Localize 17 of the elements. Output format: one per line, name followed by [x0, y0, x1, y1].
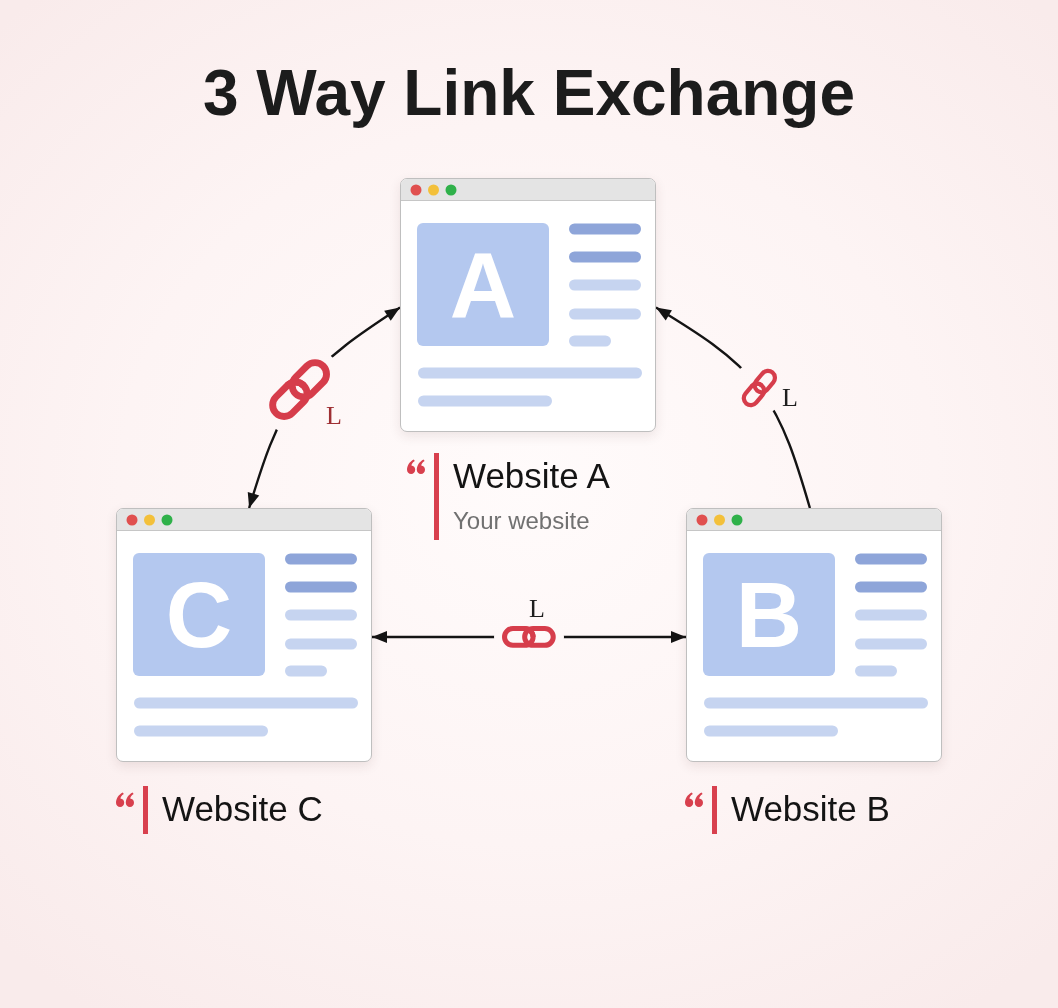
edge-label: L [528, 595, 546, 623]
site-subtitle: Your website [453, 506, 591, 536]
arrow [372, 631, 686, 644]
arrow [247, 306, 401, 509]
site-name: Website B [731, 788, 890, 830]
diagram-title: 3 Way Link Exchange [201, 57, 857, 131]
edge-label: L [781, 384, 799, 412]
browser-window [686, 508, 942, 762]
browser-window [116, 508, 372, 762]
letter-tile: B [703, 553, 835, 676]
arrow [655, 306, 812, 509]
edge-label: L [325, 402, 343, 430]
letter-tile: A [417, 223, 549, 346]
letter-tile: C [133, 553, 265, 676]
site-name: Website A [453, 455, 610, 497]
site-name: Website C [162, 788, 323, 830]
browser-window [400, 178, 656, 432]
